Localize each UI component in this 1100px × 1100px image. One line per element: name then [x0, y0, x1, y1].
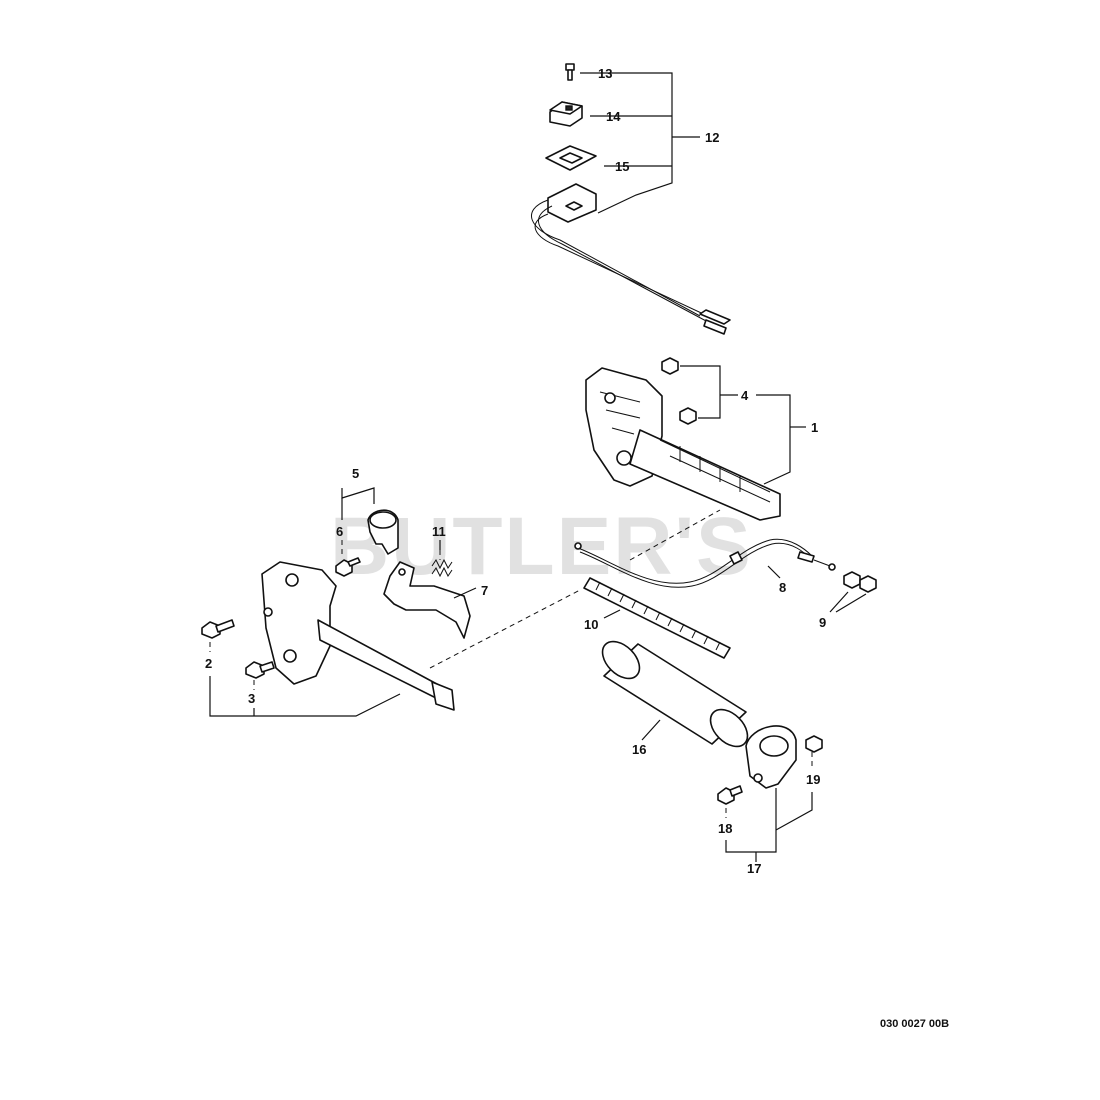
handle-1	[585, 367, 781, 521]
callout-4: 4	[741, 388, 749, 403]
callout-11: 11	[432, 524, 446, 539]
callout-14: 14	[606, 109, 621, 124]
grip-16	[601, 640, 749, 748]
plate-15	[545, 145, 597, 171]
callout-10: 10	[584, 617, 598, 632]
screw-2	[201, 619, 235, 639]
leader-1	[756, 394, 791, 485]
screw-6	[335, 557, 361, 577]
callout-7: 7	[481, 583, 488, 598]
spring-11	[431, 558, 453, 578]
screw-3	[245, 661, 275, 679]
callout-6: 6	[336, 524, 343, 539]
leader-5	[341, 487, 375, 504]
callout-17: 17	[747, 861, 761, 876]
callout-13: 13	[598, 66, 612, 81]
leader-7	[453, 587, 477, 599]
nut-4a	[661, 357, 679, 375]
callout-3: 3	[248, 691, 255, 706]
cable-8	[574, 538, 836, 588]
leader-16	[641, 719, 661, 741]
trigger-7	[383, 561, 471, 639]
callout-8: 8	[779, 580, 786, 595]
callout-18: 18	[718, 821, 732, 836]
nut-9a	[843, 571, 861, 589]
clamp-5	[367, 509, 399, 555]
callout-9: 9	[819, 615, 826, 630]
callout-2: 2	[205, 656, 212, 671]
assembly-line-b	[629, 509, 721, 561]
nut-14	[549, 101, 583, 127]
callout-16: 16	[632, 742, 646, 757]
callout-15: 15	[615, 159, 629, 174]
nut-9b	[859, 575, 877, 593]
leader-10	[603, 609, 621, 619]
leader-12	[580, 72, 673, 214]
clamp-17	[745, 725, 797, 789]
spring-10	[583, 577, 731, 659]
leader-8	[767, 565, 781, 579]
leader-4	[680, 365, 721, 419]
screw-13	[565, 63, 575, 81]
leader-9	[829, 591, 867, 613]
leader-17	[725, 788, 813, 853]
callout-19: 19	[806, 772, 820, 787]
nut-4b	[679, 407, 697, 425]
assembly-line-a	[429, 589, 581, 669]
callout-1: 1	[811, 420, 818, 435]
harness-12	[530, 183, 731, 335]
drawing-number: 030 0027 00B	[880, 1018, 950, 1030]
handle-half	[261, 561, 455, 711]
nut-19	[805, 735, 823, 753]
leader-2-3	[209, 676, 401, 717]
callout-12: 12	[705, 130, 719, 145]
callout-5: 5	[352, 466, 359, 481]
screw-18	[717, 785, 743, 805]
